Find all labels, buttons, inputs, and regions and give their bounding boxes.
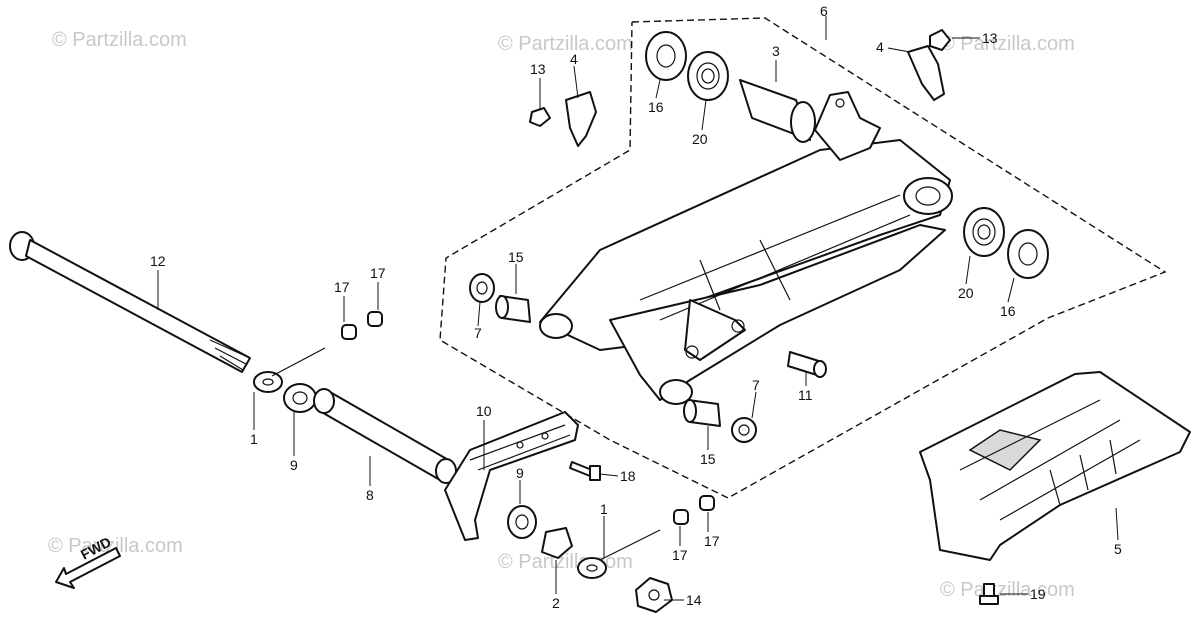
callout-19: 19 bbox=[1030, 586, 1046, 602]
dust-seal-left bbox=[283, 383, 317, 413]
callout-4-left: 4 bbox=[570, 51, 578, 67]
leader-lines bbox=[157, 16, 1119, 601]
callout-9-left: 9 bbox=[290, 457, 298, 473]
watermark-bottom-left: © Partzilla.com bbox=[48, 535, 183, 557]
cap-17-a bbox=[341, 324, 357, 340]
callout-13-right: 13 bbox=[982, 30, 998, 46]
nut-13-right bbox=[929, 29, 951, 51]
callout-17-a: 17 bbox=[334, 279, 350, 295]
callout-labels: 12 1 9 8 17 17 10 9 2 1 18 14 17 17 7 15… bbox=[150, 3, 1122, 611]
washer-left bbox=[253, 347, 326, 393]
callout-7-upper: 7 bbox=[474, 325, 482, 341]
pivot-bolt bbox=[9, 231, 251, 373]
callout-17-c: 17 bbox=[672, 547, 688, 563]
callout-7-lower: 7 bbox=[752, 377, 760, 393]
bolt-19 bbox=[979, 583, 999, 605]
callout-20-top: 20 bbox=[692, 131, 708, 147]
callout-13-left: 13 bbox=[530, 61, 546, 77]
watermark-bottom-right: © Partzilla.com bbox=[940, 579, 1075, 601]
watermark-top-center: © Partzilla.com bbox=[498, 33, 633, 55]
nut-14 bbox=[635, 577, 673, 613]
callout-3: 3 bbox=[772, 43, 780, 59]
callout-17-b: 17 bbox=[370, 265, 386, 281]
callout-12: 12 bbox=[150, 253, 166, 269]
callout-11: 11 bbox=[798, 387, 813, 403]
cap-17-c bbox=[673, 509, 689, 525]
callout-2: 2 bbox=[552, 595, 560, 611]
callout-14: 14 bbox=[686, 592, 702, 608]
callout-6: 6 bbox=[820, 3, 828, 19]
skid-plate bbox=[919, 371, 1191, 561]
callout-20-right: 20 bbox=[958, 285, 974, 301]
callout-15-lower: 15 bbox=[700, 451, 716, 467]
chain-slider bbox=[444, 411, 579, 541]
bolt-18 bbox=[569, 461, 601, 481]
watermark-top-left: © Partzilla.com bbox=[52, 29, 187, 51]
callout-9-lower: 9 bbox=[516, 465, 524, 481]
callout-4-right: 4 bbox=[876, 39, 884, 55]
callout-16-right: 16 bbox=[1000, 303, 1016, 319]
callout-16-top: 16 bbox=[648, 99, 664, 115]
cap-17-b bbox=[367, 311, 383, 327]
swingarm-assembly-boundary bbox=[439, 17, 1167, 499]
watermark-top-right: © Partzilla.com bbox=[940, 33, 1075, 55]
callout-1-lower: 1 bbox=[600, 501, 608, 517]
swingarm-frame bbox=[539, 91, 953, 405]
needle-bearing-upper bbox=[495, 295, 531, 323]
bearing-20-right bbox=[963, 207, 1005, 257]
nut-2 bbox=[541, 527, 573, 559]
oil-seal-16-top bbox=[645, 31, 687, 81]
callout-18: 18 bbox=[620, 468, 636, 484]
bearing-20-top bbox=[687, 51, 729, 101]
oil-seal-16-right bbox=[1007, 229, 1049, 279]
callout-15-upper: 15 bbox=[508, 249, 524, 265]
oil-seal-upper bbox=[469, 273, 495, 303]
oil-seal-lower bbox=[731, 417, 757, 443]
nut-13-left bbox=[529, 107, 551, 127]
callout-1-left: 1 bbox=[250, 431, 258, 447]
callout-5: 5 bbox=[1114, 541, 1122, 557]
hose-clamp-left bbox=[565, 91, 597, 147]
pivot-collar bbox=[313, 388, 457, 484]
collar-3 bbox=[739, 79, 816, 143]
needle-bearing-lower bbox=[683, 399, 721, 427]
hose-clamp-right bbox=[907, 45, 945, 101]
washer-lower bbox=[577, 529, 661, 579]
cap-17-d bbox=[699, 495, 715, 511]
callout-17-d: 17 bbox=[704, 533, 720, 549]
callout-10: 10 bbox=[476, 403, 492, 419]
collar-11 bbox=[787, 351, 827, 378]
dust-seal-lower bbox=[507, 505, 537, 539]
callout-8: 8 bbox=[366, 487, 374, 503]
